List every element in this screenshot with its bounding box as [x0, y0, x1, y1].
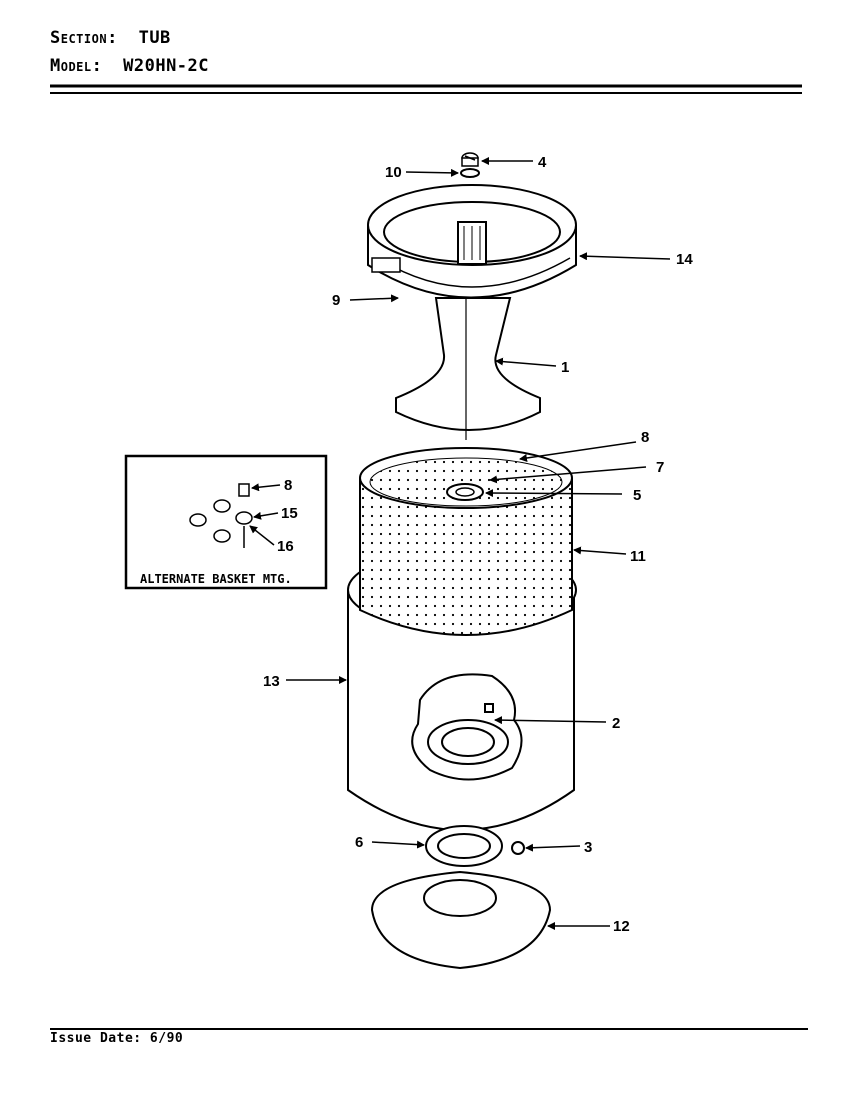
inset-mounting-parts [189, 483, 253, 548]
leader-3 [525, 843, 581, 852]
callout-inset-15: 15 [281, 505, 298, 522]
callout-14: 14 [676, 251, 693, 268]
leader-lines [249, 157, 671, 930]
leader-2 [494, 716, 607, 725]
leader-8 [519, 441, 637, 462]
part-1-agitator [395, 221, 541, 440]
callout-inset-8: 8 [284, 477, 292, 494]
leader-1 [495, 357, 557, 367]
leader-6 [371, 840, 425, 849]
leader-5 [485, 489, 623, 498]
part-6-gasket [425, 825, 503, 867]
leader-inset-8 [251, 483, 281, 492]
leader-14 [579, 252, 671, 261]
leader-9 [349, 294, 399, 303]
part-4-cap [461, 152, 479, 167]
callout-8: 8 [641, 429, 649, 446]
leader-11 [573, 546, 627, 555]
callout-13: 13 [263, 673, 280, 690]
part-10-washer [460, 168, 480, 178]
section-label: Section: [50, 28, 118, 48]
inset-caption: ALTERNATE BASKET MTG. [140, 572, 292, 586]
model-label: Model: [50, 56, 103, 76]
callout-4: 4 [538, 154, 547, 171]
alternate-basket-mounting-inset: ALTERNATE BASKET MTG. [124, 454, 328, 590]
callout-2: 2 [612, 715, 620, 732]
callout-9: 9 [332, 292, 340, 309]
callout-10: 10 [385, 164, 402, 181]
leader-10 [405, 168, 459, 177]
callout-3: 3 [584, 839, 592, 856]
section-value: TUB [138, 28, 171, 48]
callout-11: 11 [630, 548, 646, 565]
model-value: W20HN-2C [123, 56, 210, 76]
callout-6: 6 [355, 834, 363, 851]
part-11-spin-basket [359, 447, 573, 636]
callout-5: 5 [633, 487, 641, 504]
leader-7 [489, 466, 647, 484]
callout-12: 12 [613, 918, 630, 935]
section-line: Section: TUB [50, 28, 171, 48]
callout-inset-16: 16 [277, 538, 294, 555]
callout-7: 7 [656, 459, 664, 476]
callout-labels: 4 10 14 9 1 8 7 5 11 13 2 6 3 12 8 15 16 [263, 154, 693, 935]
part-2-drain-boot [411, 673, 523, 781]
leader-inset-15 [253, 511, 279, 520]
part-3-nut [511, 841, 525, 855]
model-line: Model: W20HN-2C [50, 56, 209, 76]
issue-date: Issue Date: 6/90 [50, 1031, 184, 1046]
callout-1: 1 [561, 359, 569, 376]
part-12-base-plate [370, 870, 552, 970]
leader-inset-16 [249, 525, 275, 546]
